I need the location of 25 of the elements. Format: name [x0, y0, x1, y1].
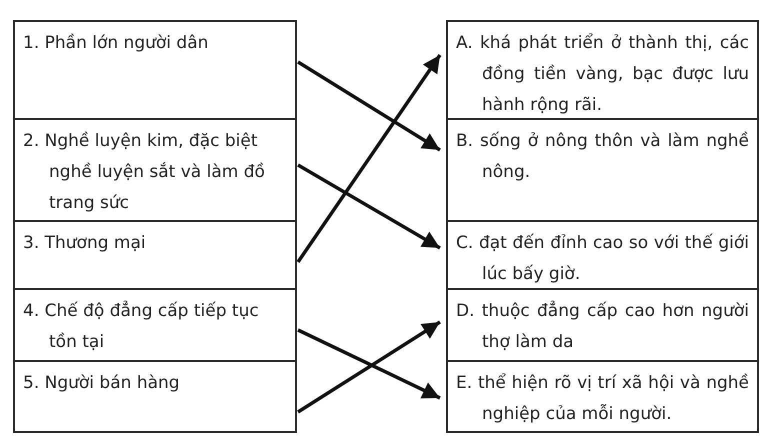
answer-cell — [13, 288, 297, 362]
answer-cell — [13, 220, 297, 290]
arrow — [297, 328, 441, 400]
item-text: B. sống ở nông thôn và làm nghề nông. — [456, 130, 749, 184]
arrow — [297, 163, 441, 250]
answer-cell — [446, 118, 759, 222]
item-text: 1. Phần lớn người dân — [23, 32, 210, 55]
answer-cell — [446, 220, 759, 290]
arrow — [297, 60, 441, 152]
answer-cell — [13, 20, 297, 120]
item-text: 5. Người bán hàng — [23, 372, 181, 395]
item-text: 2. Nghề luyện kim, đặc biệt nghề luyện sắt và làm đồ trang sức — [23, 130, 266, 215]
item-text: E. thể hiện rõ vị trí xã hội và nghề nghiệp của mỗi người. — [456, 372, 749, 426]
item-text: 4. Chế độ đẳng cấp tiếp tục tồn tại — [23, 300, 260, 354]
item-text: C. đạt đến đỉnh cao so với thế giới lúc bấy giờ. — [456, 232, 749, 286]
arrow — [296, 54, 442, 263]
arrow — [297, 320, 441, 414]
item-text: D. thuộc đẳng cấp cao hơn người thợ làm da — [456, 300, 749, 354]
answer-cell — [446, 288, 759, 362]
item-text: A. khá phát triển ở thành thị, các đồng tiền vàng, bạc được lưu hành rộng rãi. — [456, 32, 749, 117]
answer-cell — [13, 360, 297, 433]
answer-cell — [13, 118, 297, 222]
answer-cell — [446, 360, 759, 433]
item-text: 3. Thương mại — [23, 232, 147, 255]
answer-cell — [446, 20, 759, 120]
